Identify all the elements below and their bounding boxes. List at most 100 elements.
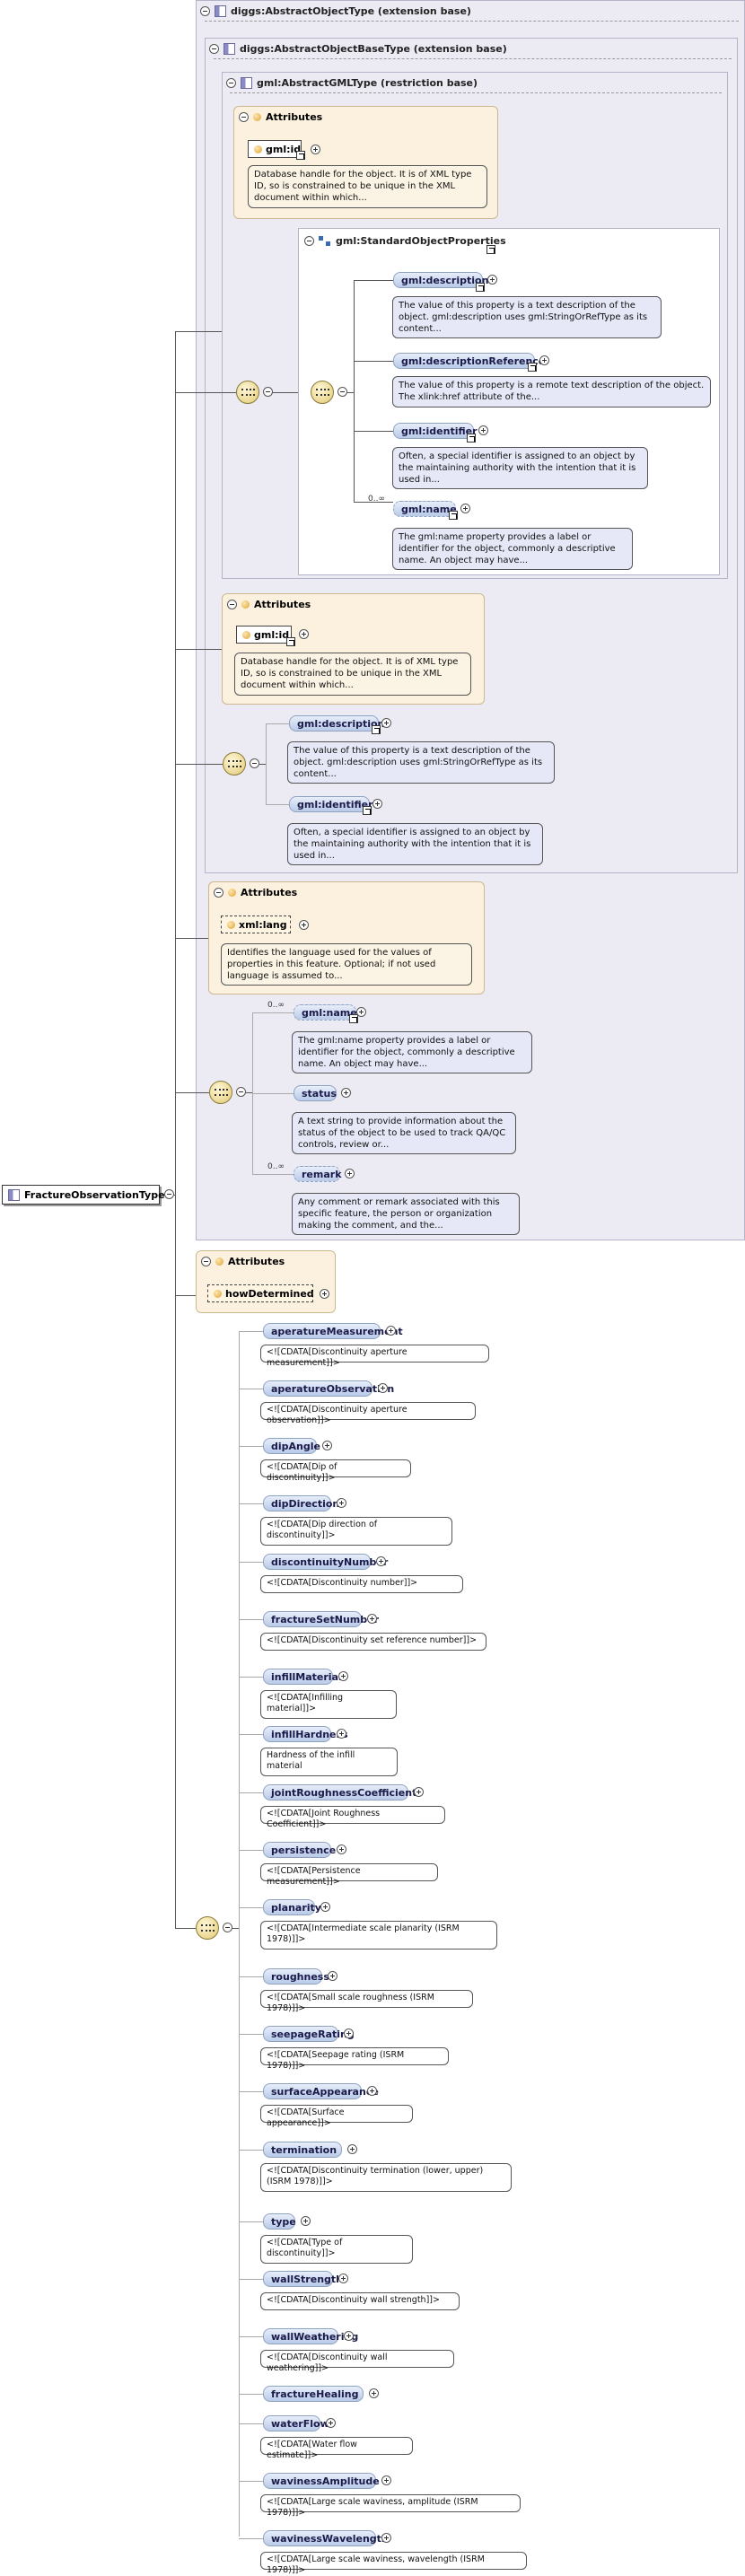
remark-element[interactable]: remark <box>294 1166 342 1182</box>
expand-icon[interactable] <box>341 1088 351 1098</box>
collapse-icon[interactable] <box>250 758 259 768</box>
sequence-compositor-icon[interactable] <box>209 1081 232 1104</box>
type-element[interactable]: type <box>263 2213 296 2230</box>
collapse-icon[interactable] <box>239 112 249 122</box>
collapse-icon[interactable] <box>227 600 237 609</box>
sequence-compositor-icon[interactable] <box>311 381 334 404</box>
gml-name-element[interactable]: gml:name <box>294 1004 357 1021</box>
collapse-icon[interactable] <box>209 43 219 54</box>
termination-element[interactable]: termination <box>263 2142 342 2158</box>
expand-icon[interactable] <box>337 1498 346 1508</box>
infillMaterial-element[interactable]: infillMaterial <box>263 1669 342 1685</box>
expand-icon[interactable] <box>376 1556 386 1566</box>
expand-icon[interactable] <box>367 2086 377 2096</box>
gml-id-attribute[interactable]: gml:id <box>248 140 302 158</box>
expand-icon[interactable] <box>347 2144 357 2154</box>
expand-icon[interactable] <box>378 1383 388 1393</box>
aperatureMeasurement-element[interactable]: aperatureMeasurement <box>263 1323 403 1339</box>
expand-icon[interactable] <box>326 2418 336 2428</box>
wallStrength-element[interactable]: wallStrength <box>263 2271 343 2287</box>
wavinessAmplitude-element[interactable]: wavinessAmplitude <box>263 2473 380 2489</box>
expand-icon[interactable] <box>320 1289 329 1299</box>
expand-icon[interactable] <box>328 1971 337 1981</box>
dipDirection-element[interactable]: dipDirection <box>263 1495 339 1511</box>
seepageRating-element[interactable]: seepageRating <box>263 2026 355 2042</box>
expand-icon[interactable] <box>338 2274 348 2283</box>
persistence-element[interactable]: persistence <box>263 1842 336 1858</box>
abstract-gml-type-label: gml:AbstractGMLType (restriction base) <box>257 76 478 89</box>
wallWeathering-element[interactable]: wallWeathering <box>263 2328 358 2344</box>
gml-description-documentation: The value of this property is a text des… <box>392 296 662 338</box>
expand-icon[interactable] <box>344 2331 354 2341</box>
attribute-icon <box>242 630 250 639</box>
expand-icon[interactable] <box>337 1729 346 1739</box>
expand-icon[interactable] <box>345 1169 355 1178</box>
gml-description-element[interactable]: gml:description <box>289 715 384 732</box>
documentation-text: Often, a special identifier is assigned … <box>399 451 636 485</box>
expand-icon[interactable] <box>478 425 488 435</box>
how-determined-attribute[interactable]: howDetermined <box>207 1284 314 1302</box>
expand-icon[interactable] <box>539 355 549 365</box>
expand-icon[interactable] <box>320 1902 330 1912</box>
expand-icon[interactable] <box>460 504 470 513</box>
jointRoughnessCoefficient-element[interactable]: jointRoughnessCoefficient <box>263 1784 416 1801</box>
xml-lang-attribute[interactable]: xml:lang <box>221 916 291 933</box>
collapse-icon[interactable] <box>201 1257 211 1266</box>
gml-description-element[interactable]: gml:description <box>393 272 488 288</box>
expand-icon[interactable] <box>299 629 309 639</box>
expand-icon[interactable] <box>301 2216 311 2226</box>
aperatureObservation-element[interactable]: aperatureObservation <box>263 1380 394 1397</box>
expand-icon[interactable] <box>299 920 309 930</box>
expand-icon[interactable] <box>372 799 382 809</box>
collapse-icon[interactable] <box>200 5 210 16</box>
expand-icon[interactable] <box>338 1671 348 1681</box>
gml-identifier-element[interactable]: gml:identifier <box>393 423 478 439</box>
gml-id-attribute[interactable]: gml:id <box>236 626 292 644</box>
gml-identifier-element[interactable]: gml:identifier <box>289 796 373 812</box>
dipAngle-documentation: <![CDATA[Dip of discontinuity]]> <box>260 1459 411 1483</box>
sequence-compositor-icon[interactable] <box>223 752 246 775</box>
sequence-compositor-icon[interactable] <box>196 1916 219 1940</box>
expand-icon[interactable] <box>369 2388 379 2398</box>
expand-icon[interactable] <box>356 1007 366 1017</box>
expand-icon[interactable] <box>311 145 320 154</box>
collapse-icon[interactable] <box>236 1087 246 1097</box>
expand-icon[interactable] <box>322 1441 332 1450</box>
collapse-icon[interactable] <box>263 387 273 397</box>
choice-compositor-icon[interactable] <box>236 381 259 404</box>
expand-icon[interactable] <box>386 1326 396 1336</box>
fracture-observation-type-root[interactable]: FractureObservationType <box>2 1185 165 1205</box>
expand-icon[interactable] <box>381 2533 391 2543</box>
expand-icon[interactable] <box>414 1787 424 1797</box>
collapse-icon[interactable] <box>304 235 314 246</box>
dipAngle-element[interactable]: dipAngle <box>263 1438 320 1454</box>
collapse-icon[interactable] <box>226 77 236 88</box>
surfaceAppearance-element[interactable]: surfaceAppearance <box>263 2083 379 2099</box>
gml-description-reference-element[interactable]: gml:descriptionReference <box>393 353 545 369</box>
expand-icon[interactable] <box>381 718 391 728</box>
planarity-element[interactable]: planarity <box>263 1899 321 1915</box>
gml-identifier-documentation: Often, a special identifier is assigned … <box>287 823 543 865</box>
collapse-icon[interactable] <box>164 1189 174 1199</box>
expand-icon[interactable] <box>381 2475 391 2485</box>
fractureSetNumber-element[interactable]: fractureSetNumber <box>263 1611 379 1627</box>
gml-id-documentation: Database handle for the object. It is of… <box>248 165 487 208</box>
status-element[interactable]: status <box>294 1085 337 1101</box>
expand-icon[interactable] <box>337 1844 346 1854</box>
roughness-element[interactable]: roughness <box>263 1968 329 1985</box>
discontinuityNumber-element[interactable]: discontinuityNumber <box>263 1554 388 1570</box>
infillHardness-element[interactable]: infillHardness <box>263 1726 348 1742</box>
expand-icon[interactable] <box>344 2028 354 2038</box>
collapse-icon[interactable] <box>214 888 224 898</box>
fractureSetNumber-documentation: <![CDATA[Discontinuity set reference num… <box>260 1633 486 1651</box>
wavinessWavelength-element[interactable]: wavinessWavelength <box>263 2530 389 2546</box>
collapse-icon[interactable] <box>337 387 347 397</box>
collapse-icon[interactable] <box>223 1923 232 1932</box>
expand-icon[interactable] <box>367 1614 377 1624</box>
status-documentation: A text string to provide information abo… <box>292 1112 516 1154</box>
fractureHealing-element[interactable]: fractureHealing <box>263 2386 364 2402</box>
waterFlow-element[interactable]: waterFlow <box>263 2415 329 2431</box>
gml-name-element[interactable]: gml:name <box>393 501 457 517</box>
expand-icon[interactable] <box>487 275 497 285</box>
element-name: gml:descriptionReference <box>401 355 546 367</box>
